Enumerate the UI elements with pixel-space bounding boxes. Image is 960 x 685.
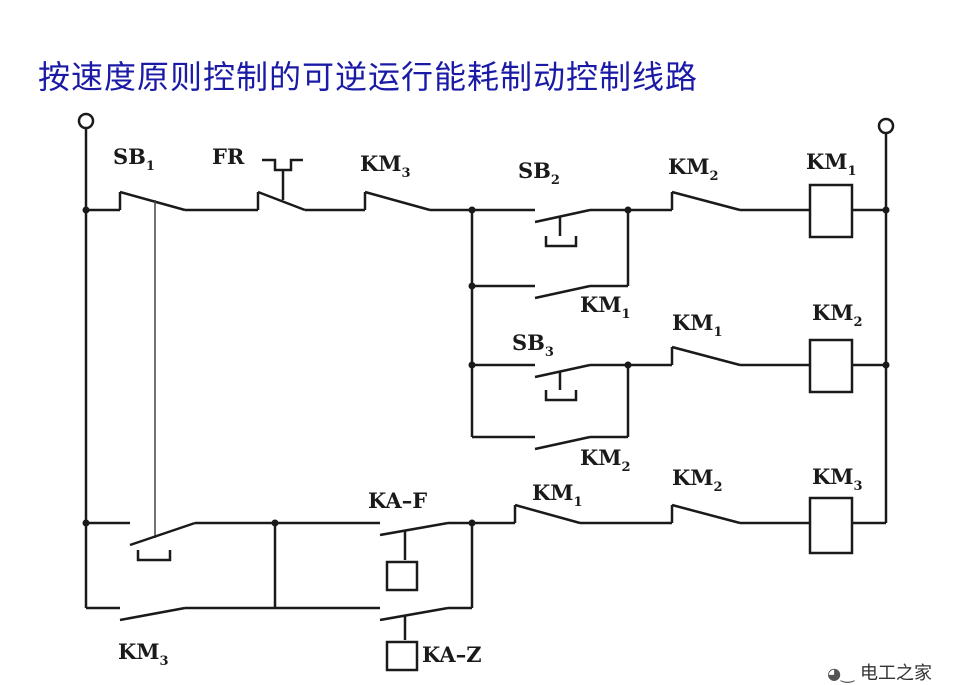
left-terminal — [77, 112, 95, 130]
diagram-title: 按速度原则控制的可逆运行能耗制动控制线路 — [38, 58, 699, 96]
label-km3-coil: KM3 — [812, 464, 863, 494]
label-sb1: SB1 — [113, 144, 155, 174]
label-sb2: SB2 — [518, 158, 560, 188]
sb1-no-button-symbol — [136, 550, 172, 562]
label-km1-interlock: KM1 — [672, 310, 723, 340]
watermark: ◕‿电工之家 — [827, 663, 932, 684]
kaz-actuator — [385, 615, 419, 672]
wechat-icon: ◕‿ — [827, 664, 854, 683]
kaf-actuator — [385, 530, 419, 592]
row4-wiring — [86, 606, 472, 622]
label-km2-coil: KM2 — [812, 300, 863, 330]
km1-coil — [808, 183, 854, 239]
label-kaf: KA–F — [368, 488, 427, 513]
label-km3-seal: KM3 — [118, 639, 169, 669]
label-kaz: KA–Z — [422, 642, 482, 667]
sb3-button-symbol — [544, 371, 578, 402]
right-terminal — [877, 117, 895, 135]
fr-thermal-symbol — [262, 158, 303, 200]
row1-wiring — [86, 190, 886, 224]
km3-coil — [808, 496, 854, 555]
junction-dots — [82, 206, 890, 527]
label-km2-seal: KM2 — [580, 445, 631, 475]
label-km2-top: KM2 — [668, 154, 719, 184]
label-fr: FR — [212, 144, 245, 169]
label-km1-bottom: KM1 — [532, 480, 583, 510]
km2-coil — [808, 338, 854, 394]
label-km2-bottom: KM2 — [672, 465, 723, 495]
label-km1-coil: KM1 — [806, 149, 857, 179]
label-km1-seal: KM1 — [580, 292, 631, 322]
label-km3-top: KM3 — [360, 151, 411, 181]
row3-wiring — [86, 503, 886, 608]
label-sb3: SB3 — [512, 330, 554, 360]
sb2-button-symbol — [544, 216, 578, 248]
km1-seal-branch — [470, 210, 630, 437]
